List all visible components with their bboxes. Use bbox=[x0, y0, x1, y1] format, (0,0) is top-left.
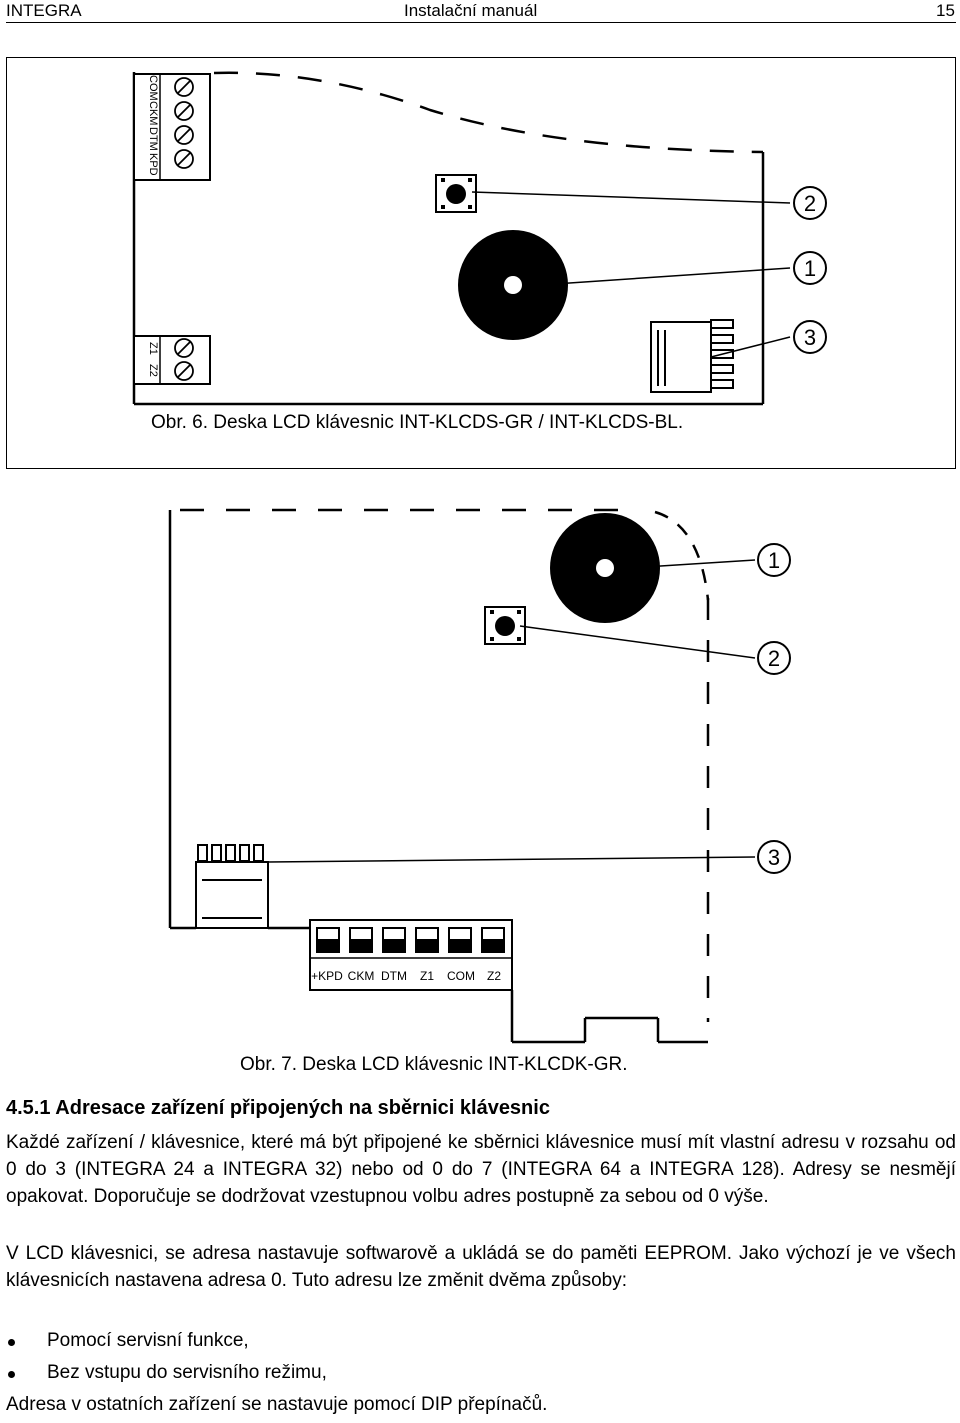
buzzer-fig2 bbox=[550, 513, 660, 623]
pushbutton bbox=[435, 174, 477, 213]
terminal-block-bottom bbox=[133, 335, 211, 385]
bullet-text: Pomocí servisní funkce, bbox=[47, 1330, 249, 1351]
header-title: Instalační manuál bbox=[404, 1, 538, 20]
terminal-label-kpd-fig2: +KPD bbox=[311, 969, 343, 983]
figure-drawings: COM CKM DTM KPD Z1 Z2 bbox=[132, 71, 827, 1044]
bullet-dot bbox=[8, 1371, 15, 1378]
header-rule bbox=[6, 22, 956, 23]
terminal-label-z1: Z1 bbox=[147, 342, 159, 355]
header-product: INTEGRA bbox=[6, 1, 82, 20]
pushbutton-fig2 bbox=[484, 606, 526, 645]
terminal-label-dtm: DTM bbox=[147, 127, 159, 151]
figure-1-frame bbox=[6, 57, 956, 469]
terminal-label-z1-fig2: Z1 bbox=[420, 969, 434, 983]
page-header: INTEGRA Instalační manuál 15 bbox=[0, 0, 960, 24]
page-number: 15 bbox=[936, 1, 955, 20]
figure-2-frame bbox=[6, 494, 956, 1086]
buzzer bbox=[458, 230, 568, 340]
terminal-label-com: COM bbox=[147, 75, 159, 101]
callouts-fig2: 1 2 3 bbox=[757, 543, 791, 874]
callouts-fig1: 2 1 3 bbox=[793, 186, 827, 354]
terminal-label-z2: Z2 bbox=[147, 364, 159, 377]
bullet-dot bbox=[8, 1339, 15, 1346]
terminal-label-com-fig2: COM bbox=[447, 969, 475, 983]
figure-1-board bbox=[132, 71, 765, 406]
callout-fig2-2: 2 bbox=[768, 646, 780, 671]
terminal-label-z2-fig2: Z2 bbox=[487, 969, 501, 983]
terminal-label-ckm: CKM bbox=[147, 101, 159, 125]
paragraph-2: V LCD klávesnici, se adresa nastavuje so… bbox=[6, 1243, 956, 1291]
figure-2-caption: Obr. 7. Deska LCD klávesnic INT-KLCDK-GR… bbox=[240, 1054, 628, 1075]
section-title: 4.5.1 Adresace zařízení připojených na s… bbox=[6, 1097, 550, 1119]
callout-fig2-3: 3 bbox=[768, 845, 780, 870]
callout-fig1-2: 2 bbox=[804, 191, 816, 216]
terminal-label-kpd: KPD bbox=[147, 153, 159, 176]
terminal-label-dtm-fig2: DTM bbox=[381, 969, 407, 983]
paragraph-3: Adresa v ostatních zařízení se nastavuje… bbox=[6, 1394, 548, 1415]
leader-lines-fig1 bbox=[471, 191, 791, 358]
callout-fig1-3: 3 bbox=[804, 325, 816, 350]
figure-2-board bbox=[168, 508, 710, 1044]
terminal-block-top bbox=[174, 77, 194, 169]
connector-fig1 bbox=[650, 319, 734, 393]
bullet-text: Bez vstupu do servisního režimu, bbox=[47, 1362, 327, 1383]
leader-lines-fig2 bbox=[267, 559, 756, 863]
connector-fig2 bbox=[195, 844, 269, 929]
callout-fig1-1: 1 bbox=[804, 256, 816, 281]
callout-fig2-1: 1 bbox=[768, 548, 780, 573]
terminal-block-fig2 bbox=[309, 919, 513, 991]
terminal-label-ckm-fig2: CKM bbox=[348, 969, 375, 983]
figure-1-caption: Obr. 6. Deska LCD klávesnic INT-KLCDS-GR… bbox=[151, 412, 684, 433]
paragraph-1: Každé zařízení / klávesnice, které má bý… bbox=[6, 1132, 956, 1207]
